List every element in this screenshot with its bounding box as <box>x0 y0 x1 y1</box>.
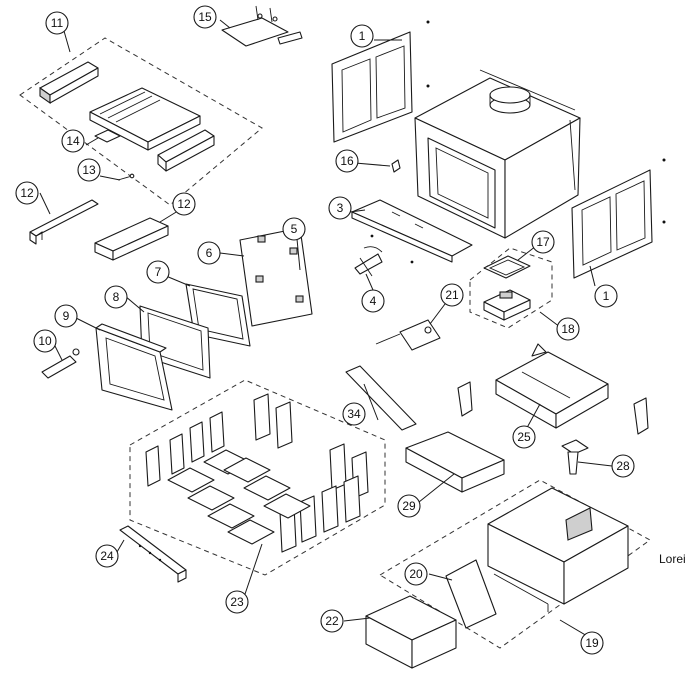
part-1-side-panel-left <box>331 20 430 143</box>
callout-label: 28 <box>616 459 630 473</box>
part-15-bracket <box>221 5 303 47</box>
part-4-damper-handle <box>354 234 414 277</box>
callout-1-lower: 1 <box>594 284 618 308</box>
part-24-rail <box>119 525 187 583</box>
part-22-drawer <box>365 595 457 669</box>
callout-9: 9 <box>54 304 78 328</box>
stove-body <box>414 69 581 239</box>
group-outline-23 <box>129 379 386 576</box>
callout-12-right: 12 <box>172 192 196 216</box>
part-12-shield-right <box>94 217 169 261</box>
callout-1-upper: 1 <box>350 24 374 48</box>
callout-label: 9 <box>63 309 70 323</box>
callout-13: 13 <box>77 158 101 182</box>
callout-16: 16 <box>335 149 359 173</box>
callout-label: 29 <box>402 499 416 513</box>
callout-label: 8 <box>113 290 120 304</box>
callout-20: 20 <box>404 562 428 586</box>
part-16-clip <box>391 159 401 173</box>
callout-12-left: 12 <box>15 181 39 205</box>
callout-label: 12 <box>177 197 191 211</box>
callout-28: 28 <box>611 454 635 478</box>
part-25-brackets <box>457 381 649 435</box>
part-29-ash-pan <box>405 431 505 493</box>
callout-5: 5 <box>282 217 306 241</box>
part-23-firebricks <box>145 393 369 553</box>
callout-label: 1 <box>603 289 610 303</box>
callout-8: 8 <box>104 285 128 309</box>
callout-label: 19 <box>585 636 599 650</box>
part-1-side-panel-right <box>571 158 666 279</box>
callout-23: 23 <box>225 590 249 614</box>
part-12-shield-left <box>29 199 99 245</box>
callouts: 1 1 3 4 5 6 7 8 <box>15 5 635 655</box>
callout-label: 15 <box>198 10 212 24</box>
callout-label: 4 <box>370 294 377 308</box>
callout-label: 14 <box>66 134 80 148</box>
callout-6: 6 <box>197 241 221 265</box>
part-9-door <box>95 323 173 411</box>
callout-10: 10 <box>33 329 57 353</box>
part-17-cover <box>483 255 531 279</box>
callout-21: 21 <box>440 283 464 307</box>
callout-24: 24 <box>95 544 119 568</box>
callout-29: 29 <box>397 494 421 518</box>
callout-label: 1 <box>359 29 366 43</box>
part-19-pedestal <box>487 487 629 612</box>
callout-14: 14 <box>61 129 85 153</box>
callout-7: 7 <box>146 260 170 284</box>
callout-label: 11 <box>51 16 64 30</box>
callout-17: 17 <box>531 230 555 254</box>
group-outline-11 <box>19 37 263 206</box>
callout-19: 19 <box>580 631 604 655</box>
callout-label: 10 <box>38 334 52 348</box>
callout-label: 3 <box>337 201 344 215</box>
callout-4: 4 <box>361 289 385 313</box>
part-14-plate <box>94 129 121 143</box>
callout-label: 18 <box>561 322 575 336</box>
callout-label: 6 <box>206 246 213 260</box>
part-18-control-box <box>483 289 531 321</box>
callout-label: 13 <box>82 163 96 177</box>
leader-lines <box>39 19 613 644</box>
group-outlines <box>19 37 651 649</box>
part-3-ash-lip <box>351 199 473 263</box>
callout-label: 20 <box>409 567 423 581</box>
group-outline-18 <box>469 247 553 329</box>
callout-18: 18 <box>556 317 580 341</box>
callout-11: 11 <box>45 11 69 35</box>
callout-label: 17 <box>536 235 550 249</box>
group-outline-19 <box>379 479 651 649</box>
part-6-glass-panel <box>239 227 313 327</box>
callout-22: 22 <box>320 609 344 633</box>
callout-3: 3 <box>328 196 352 220</box>
callout-label: 12 <box>20 186 34 200</box>
part-10-door-handle <box>41 348 80 379</box>
part-28-leg <box>561 439 589 475</box>
edge-text: Lorei <box>659 552 686 566</box>
callout-25: 25 <box>512 425 536 449</box>
callout-label: 7 <box>155 265 162 279</box>
part-34-panel <box>345 365 417 431</box>
callout-label: 25 <box>517 430 531 444</box>
part-20-panel <box>445 559 497 629</box>
callout-34: 34 <box>342 402 366 426</box>
callout-label: 34 <box>347 407 361 421</box>
callout-label: 24 <box>100 549 114 563</box>
callout-label: 22 <box>325 614 339 628</box>
part-11-baffle-assembly <box>39 61 215 172</box>
callout-label: 5 <box>291 222 298 236</box>
part-21-thermostat <box>375 319 441 351</box>
callout-label: 16 <box>340 154 354 168</box>
callout-15: 15 <box>193 5 217 29</box>
part-13-pin <box>117 173 135 181</box>
part-25-ash-pan-housing <box>495 343 609 429</box>
callout-label: 23 <box>230 595 244 609</box>
callout-label: 21 <box>445 288 459 302</box>
